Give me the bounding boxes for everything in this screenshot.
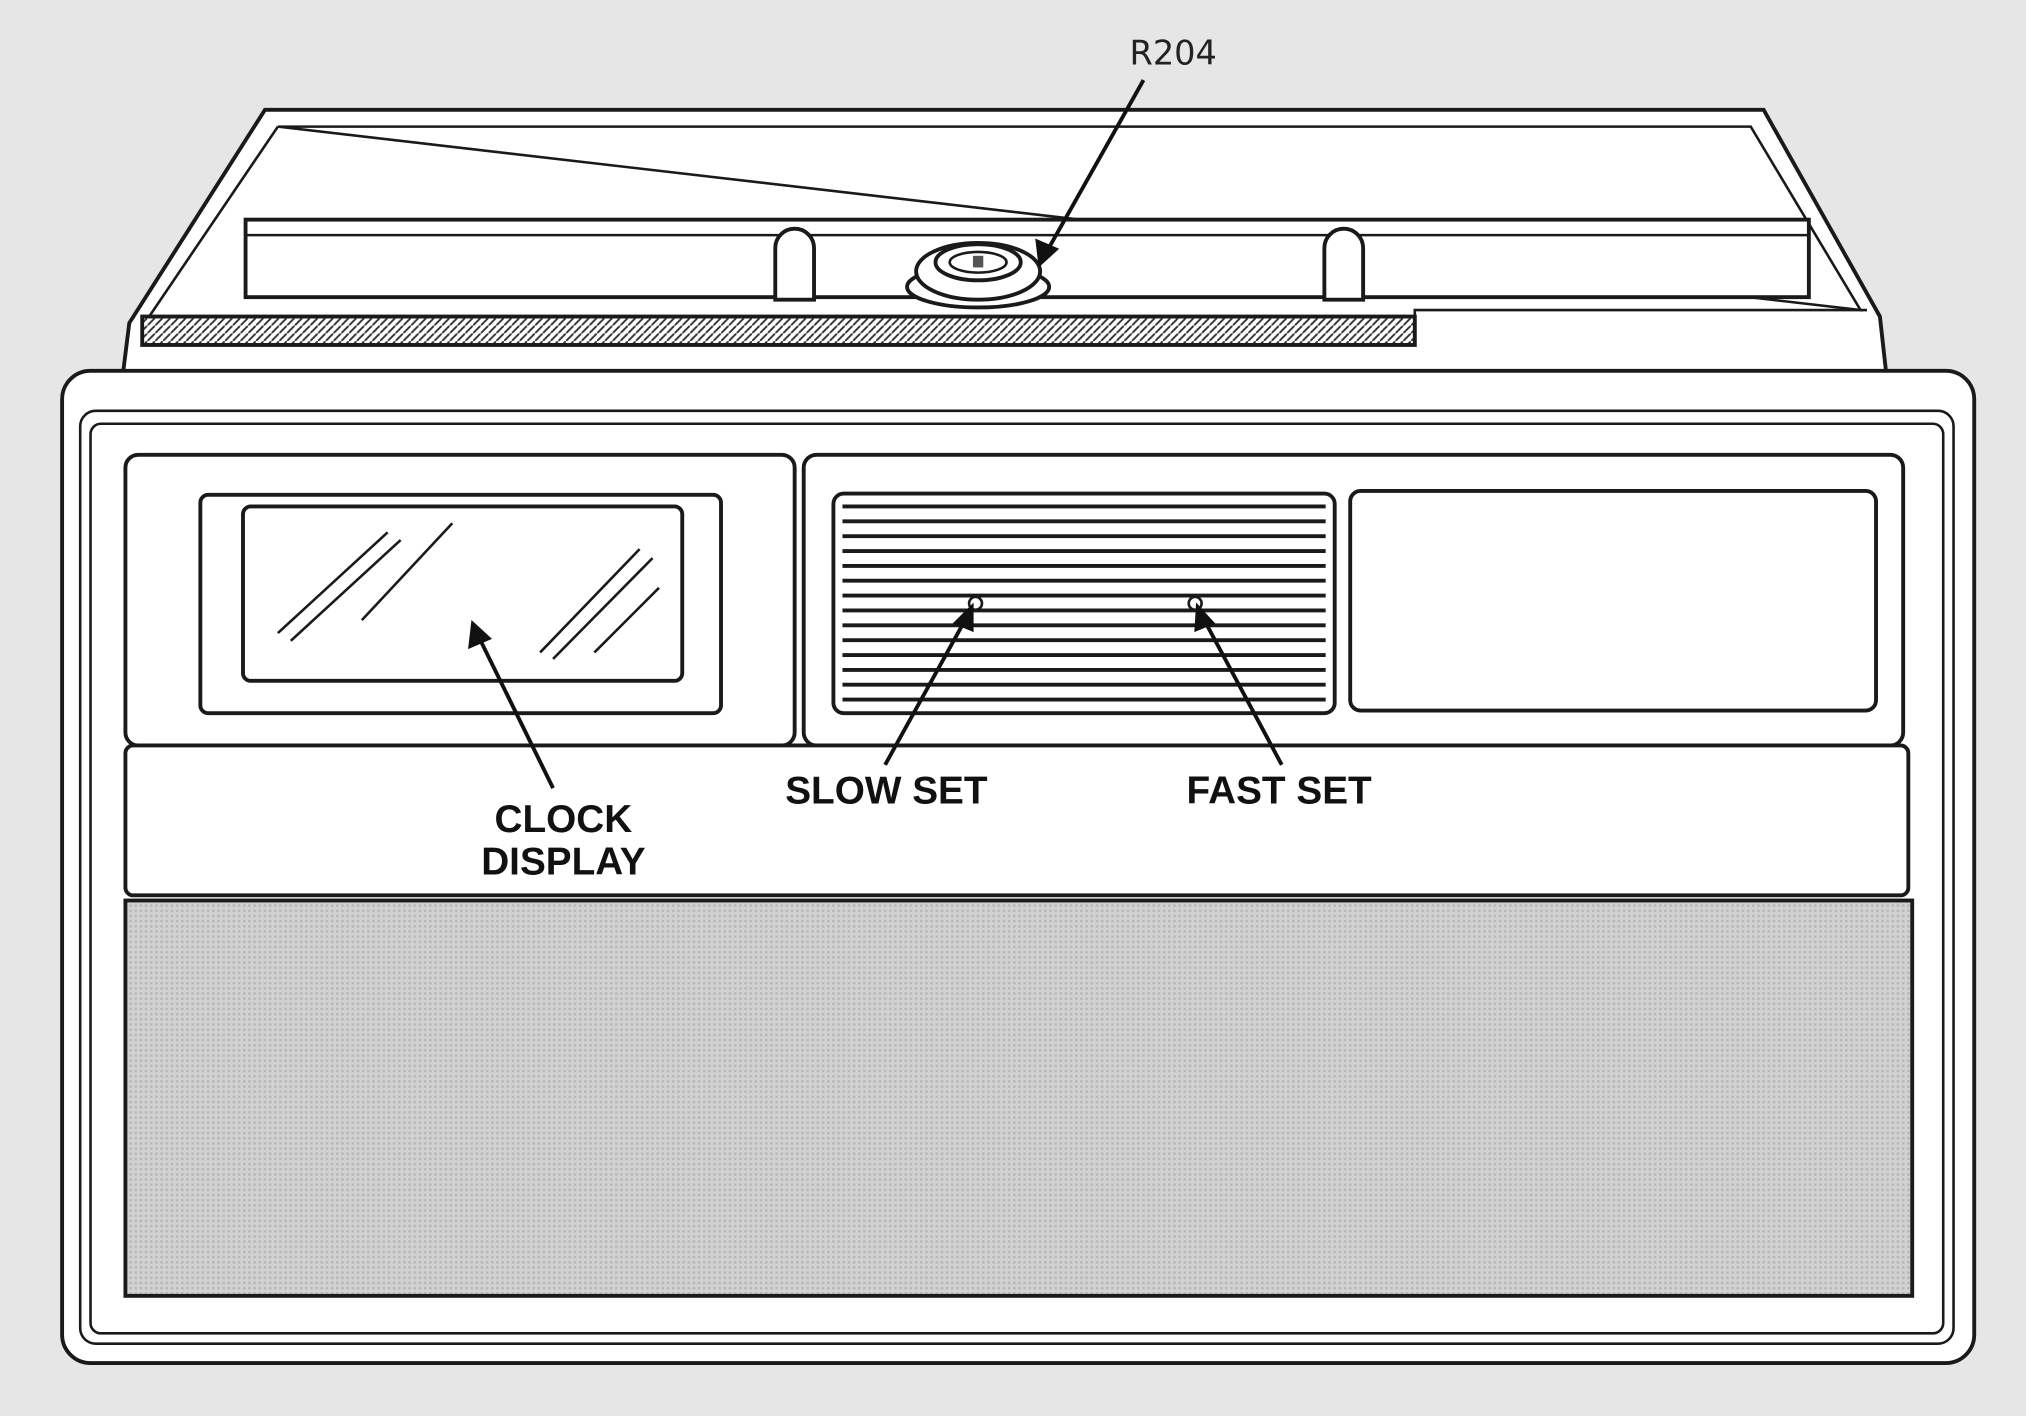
clock-display-label-line1: CLOCK — [495, 798, 633, 841]
post-left — [773, 226, 816, 302]
slow-set-label: SLOW SET — [785, 770, 988, 813]
control-grille — [831, 491, 1337, 716]
slow-set-leader-arrow — [883, 616, 969, 766]
clock-display-window — [198, 492, 723, 716]
r204-label: R204 — [1129, 34, 1216, 73]
speaker-grille — [123, 898, 1915, 1298]
rear-housing — [120, 107, 1889, 377]
r204-control-knob — [905, 240, 1052, 310]
clock-display-label-line2: DISPLAY — [481, 841, 646, 884]
clock-display-leader-arrow — [476, 634, 555, 789]
r204-leader-arrow — [1044, 79, 1146, 253]
label-strip — [123, 743, 1911, 898]
fast-set-label: FAST SET — [1187, 770, 1372, 813]
post-right — [1322, 226, 1366, 302]
fast-set-leader-arrow — [1201, 616, 1284, 766]
right-window — [1348, 489, 1878, 713]
